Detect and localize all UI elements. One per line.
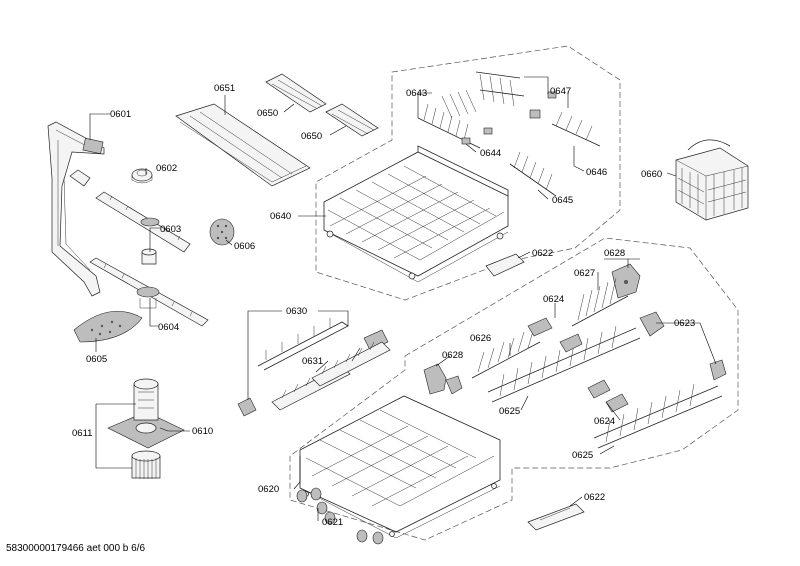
label-0630: 0630 (286, 306, 307, 317)
hinge-0628-right (611, 263, 641, 299)
rack-support-0646 (551, 111, 601, 147)
label-0643: 0643 (406, 88, 427, 99)
rack-handle-0622-upper (485, 253, 525, 277)
coarse-filter-0611 (131, 378, 161, 479)
label-0646: 0646 (586, 167, 607, 178)
hinge-0628-left (423, 363, 463, 395)
basket-wheel-0621 (296, 487, 384, 545)
label-0603: 0603 (160, 224, 181, 235)
label-0620: 0620 (258, 484, 279, 495)
label-0604: 0604 (158, 322, 179, 333)
label-0660: 0660 (641, 169, 662, 180)
nozzle-cap-0606 (209, 218, 235, 246)
hinge-0623 (639, 311, 727, 381)
folding-tine-row-0625-upper (487, 325, 641, 403)
cutlery-basket-0660 (675, 139, 749, 221)
folding-spikes-0645 (509, 151, 557, 197)
lower-basket-0620 (299, 395, 501, 539)
rack-handle-0622-lower (527, 503, 585, 531)
tine-clip-0624-lower (587, 379, 629, 413)
label-0621: 0621 (322, 517, 343, 528)
label-0624-lower: 0624 (594, 416, 615, 427)
label-0631: 0631 (302, 356, 323, 367)
cutlery-drawer-0651 (175, 103, 311, 187)
spray-arm-hub-0603 (141, 248, 157, 265)
leader-lines (89, 76, 717, 521)
cutlery-tray-insert-0650-lower (325, 103, 379, 137)
cup-rack-0643 (417, 89, 481, 149)
micro-filter-plate-0610 (107, 411, 185, 449)
tine-clip-0624-upper (527, 317, 583, 353)
label-0627: 0627 (574, 268, 595, 279)
cutlery-tray-insert-0650-upper (265, 73, 327, 113)
spike-row-0631 (271, 341, 391, 411)
label-0624-upper: 0624 (543, 294, 564, 305)
upper-spray-arm (95, 191, 191, 253)
spray-arm-supply-pipe (47, 121, 105, 297)
plate-rack-0626 (471, 327, 541, 379)
label-0622-upper: 0622 (532, 248, 553, 259)
drawing-reference-number: 58300000179466 aet 000 b 6/6 (6, 543, 146, 554)
label-0650-upper: 0650 (257, 108, 278, 119)
label-0623: 0623 (674, 318, 695, 329)
label-0625-upper: 0625 (499, 406, 520, 417)
label-0628-left: 0628 (442, 350, 463, 361)
cup-shelf-0647 (475, 71, 557, 119)
label-0650-lower: 0650 (301, 131, 322, 142)
label-0601: 0601 (110, 109, 131, 120)
part-number-labels: 0601 0602 0603 0604 0605 0606 0610 0611 … (72, 83, 695, 528)
label-0645: 0645 (552, 195, 573, 206)
label-0647: 0647 (550, 86, 571, 97)
nozzle-clip-0602 (131, 168, 153, 184)
upper-basket-0640 (323, 145, 509, 283)
label-0605: 0605 (86, 354, 107, 365)
label-0606: 0606 (234, 241, 255, 252)
filter-cover-0605 (73, 311, 143, 343)
label-0640: 0640 (270, 211, 291, 222)
label-0651: 0651 (214, 83, 235, 94)
label-0602: 0602 (156, 163, 177, 174)
label-0610: 0610 (192, 426, 213, 437)
label-0622-lower: 0622 (584, 492, 605, 503)
label-0626: 0626 (470, 333, 491, 344)
label-0628-right: 0628 (604, 248, 625, 259)
plate-rack-0627 (571, 277, 629, 327)
label-0625-lower: 0625 (572, 450, 593, 461)
lower-basket-assembly-outline (289, 237, 739, 541)
folding-tine-row-0625-lower (593, 383, 723, 449)
rack-rail-0630 (237, 318, 389, 417)
lower-spray-arm-0604 (89, 257, 209, 327)
label-0611: 0611 (72, 428, 92, 439)
label-0644: 0644 (480, 148, 501, 159)
upper-basket-assembly-outline (315, 45, 621, 301)
